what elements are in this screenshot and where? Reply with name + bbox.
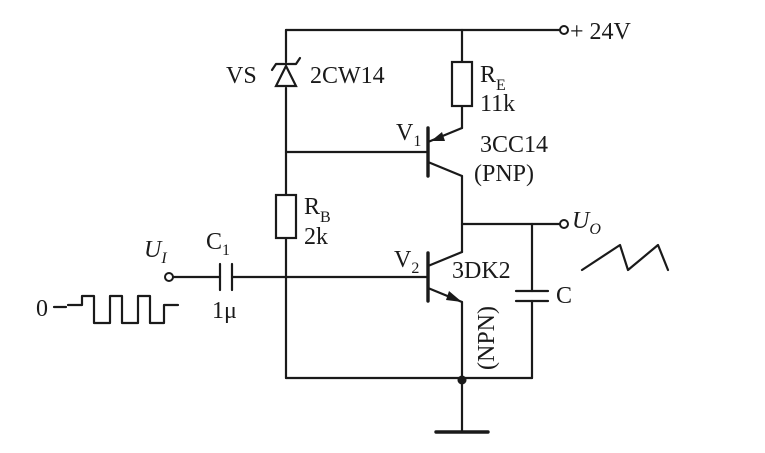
rb-label: RB — [304, 194, 331, 226]
zener-part-label: 2CW14 — [310, 63, 385, 89]
zener-bar — [270, 56, 302, 72]
v2-emitter-arrow — [446, 291, 462, 302]
v1-collector — [426, 160, 464, 178]
input-square-wave — [66, 294, 180, 325]
v2-label: V2 — [394, 247, 419, 277]
capacitor-c — [514, 289, 550, 303]
transistor-v1 — [426, 126, 464, 178]
re-label: RE — [480, 62, 506, 94]
input-terminal — [164, 272, 174, 282]
capacitor-c1 — [218, 262, 234, 292]
input-baseline-label: 0 — [36, 296, 48, 322]
zener-ref-label: VS — [226, 63, 257, 89]
junction-dot — [457, 375, 467, 385]
re-value: 11k — [480, 91, 515, 117]
supply-label: + 24V — [570, 19, 632, 45]
v1-emitter-arrow — [431, 132, 445, 141]
resistor-re — [450, 60, 474, 108]
v1-type-label: (PNP) — [474, 161, 534, 187]
v2-collector — [426, 250, 464, 268]
c1-value: 1μ — [212, 298, 237, 324]
v2-type-label: (NPN) — [474, 306, 500, 370]
cap-c-label: C — [556, 283, 572, 309]
supply-terminal — [559, 25, 569, 35]
zener-diode — [270, 56, 302, 88]
output-terminal — [559, 219, 569, 229]
v1-label: V1 — [396, 120, 421, 150]
input-label: UI — [144, 237, 167, 267]
zener-triangle — [274, 63, 298, 88]
rb-value: 2k — [304, 224, 328, 250]
wires — [171, 28, 562, 434]
output-sawtooth-wave — [580, 243, 670, 272]
c1-label: C1 — [206, 229, 230, 259]
v1-part-label: 3CC14 — [480, 132, 548, 158]
output-label: UO — [572, 208, 601, 238]
v2-part-label: 3DK2 — [452, 258, 511, 284]
transistor-v2 — [426, 250, 464, 304]
resistor-rb — [274, 193, 298, 240]
